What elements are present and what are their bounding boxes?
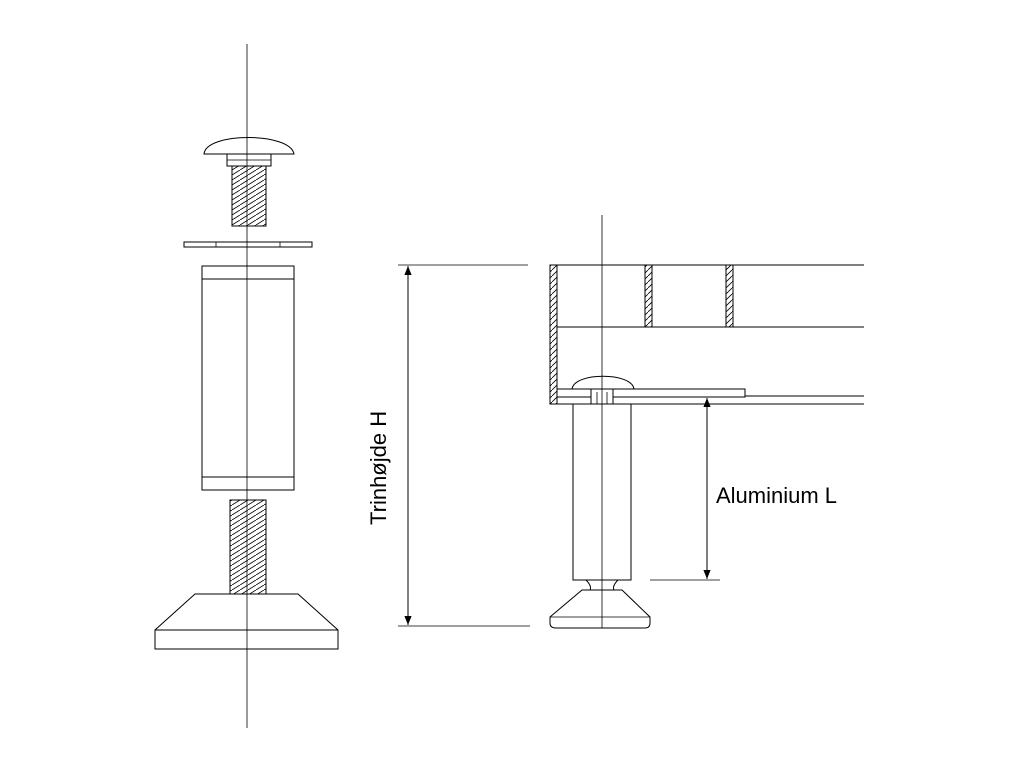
aluminium-length-label: Aluminium L [716, 483, 837, 508]
foot-base [154, 593, 339, 650]
dimension-step-height: Trinhøjde H [366, 264, 530, 627]
mounting-plate [556, 388, 746, 398]
exploded-assembly [154, 44, 339, 728]
bolt-head [203, 137, 295, 167]
washer-plate [183, 241, 313, 248]
bolt-thread-top [231, 165, 267, 227]
mounted-foot [549, 579, 651, 629]
step-height-label: Trinhøjde H [366, 411, 391, 525]
dimension-aluminium-length: Aluminium L [650, 398, 837, 581]
aluminium-tube [201, 265, 295, 491]
bolt-thread-bottom [229, 499, 267, 595]
